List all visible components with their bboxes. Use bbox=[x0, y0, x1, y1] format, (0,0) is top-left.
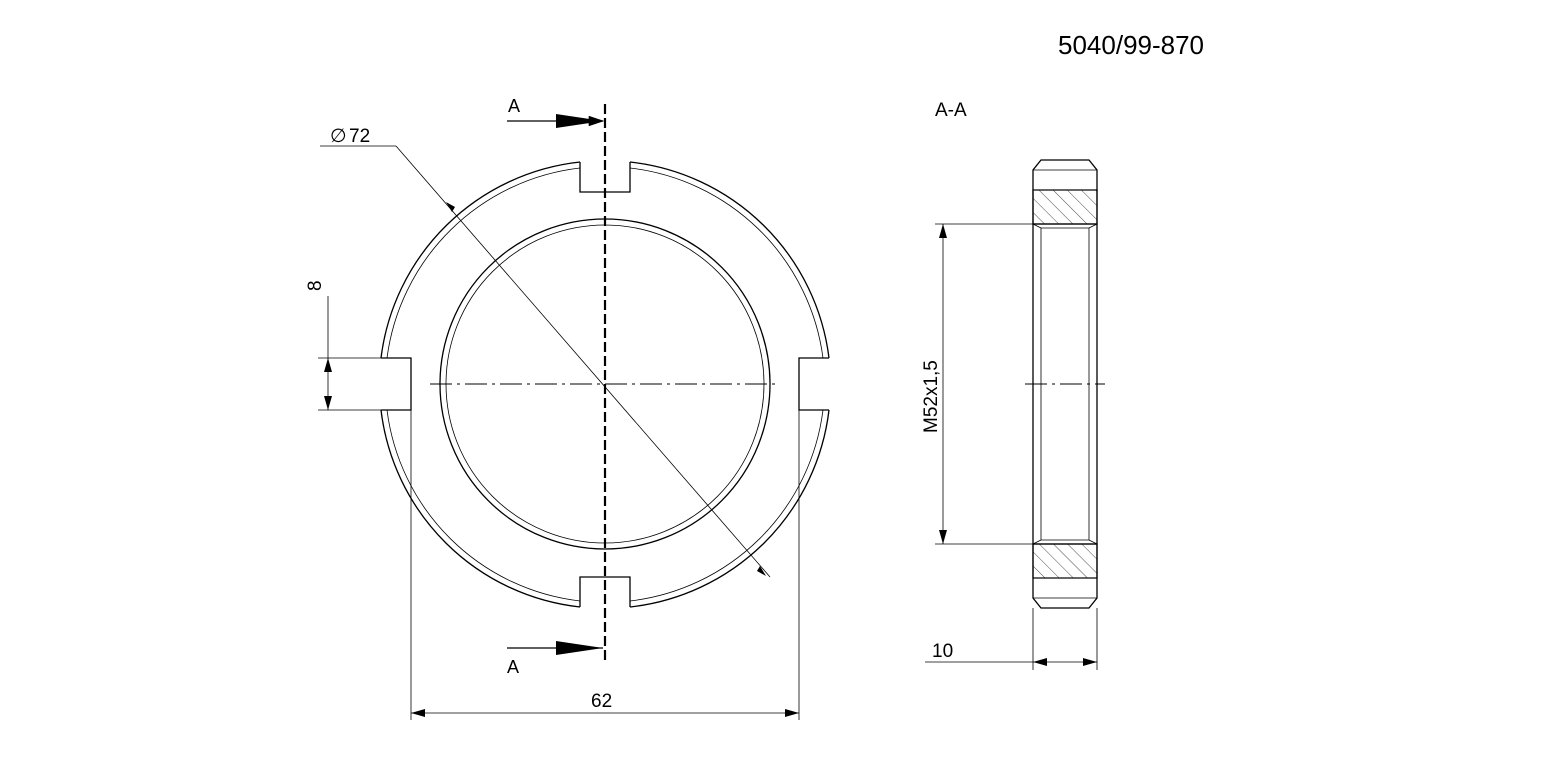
section-view: A-A M52x1,5 bbox=[921, 100, 1105, 670]
outer-ring-outline bbox=[380, 161, 830, 608]
hatch-top bbox=[1032, 189, 1098, 225]
width-across-dimension: 62 bbox=[410, 410, 800, 720]
thickness-value: 10 bbox=[932, 641, 953, 662]
slot-width-dimension: 8 bbox=[305, 280, 381, 411]
diameter-dimension: ∅ 72 bbox=[320, 126, 771, 578]
diameter-value: 72 bbox=[349, 126, 370, 147]
section-outline bbox=[1032, 159, 1098, 609]
slot-left bbox=[381, 357, 412, 411]
width-across-value: 62 bbox=[591, 691, 612, 712]
thread-dimension: M52x1,5 bbox=[921, 223, 1033, 545]
diameter-symbol: ∅ bbox=[330, 126, 347, 147]
slot-right bbox=[798, 357, 829, 411]
front-view: A A ∅ 72 8 62 bbox=[305, 96, 830, 720]
slot-bottom bbox=[579, 576, 631, 607]
thickness-dimension: 10 bbox=[925, 608, 1098, 670]
hatch-bottom bbox=[1032, 543, 1098, 579]
drawing-number: 5040/99-870 bbox=[1058, 30, 1204, 60]
slot-width-value: 8 bbox=[305, 280, 326, 291]
section-label-top: A bbox=[508, 96, 520, 116]
thread-value: M52x1,5 bbox=[921, 360, 942, 433]
section-label-bottom: A bbox=[507, 657, 519, 677]
section-title: A-A bbox=[935, 100, 967, 121]
